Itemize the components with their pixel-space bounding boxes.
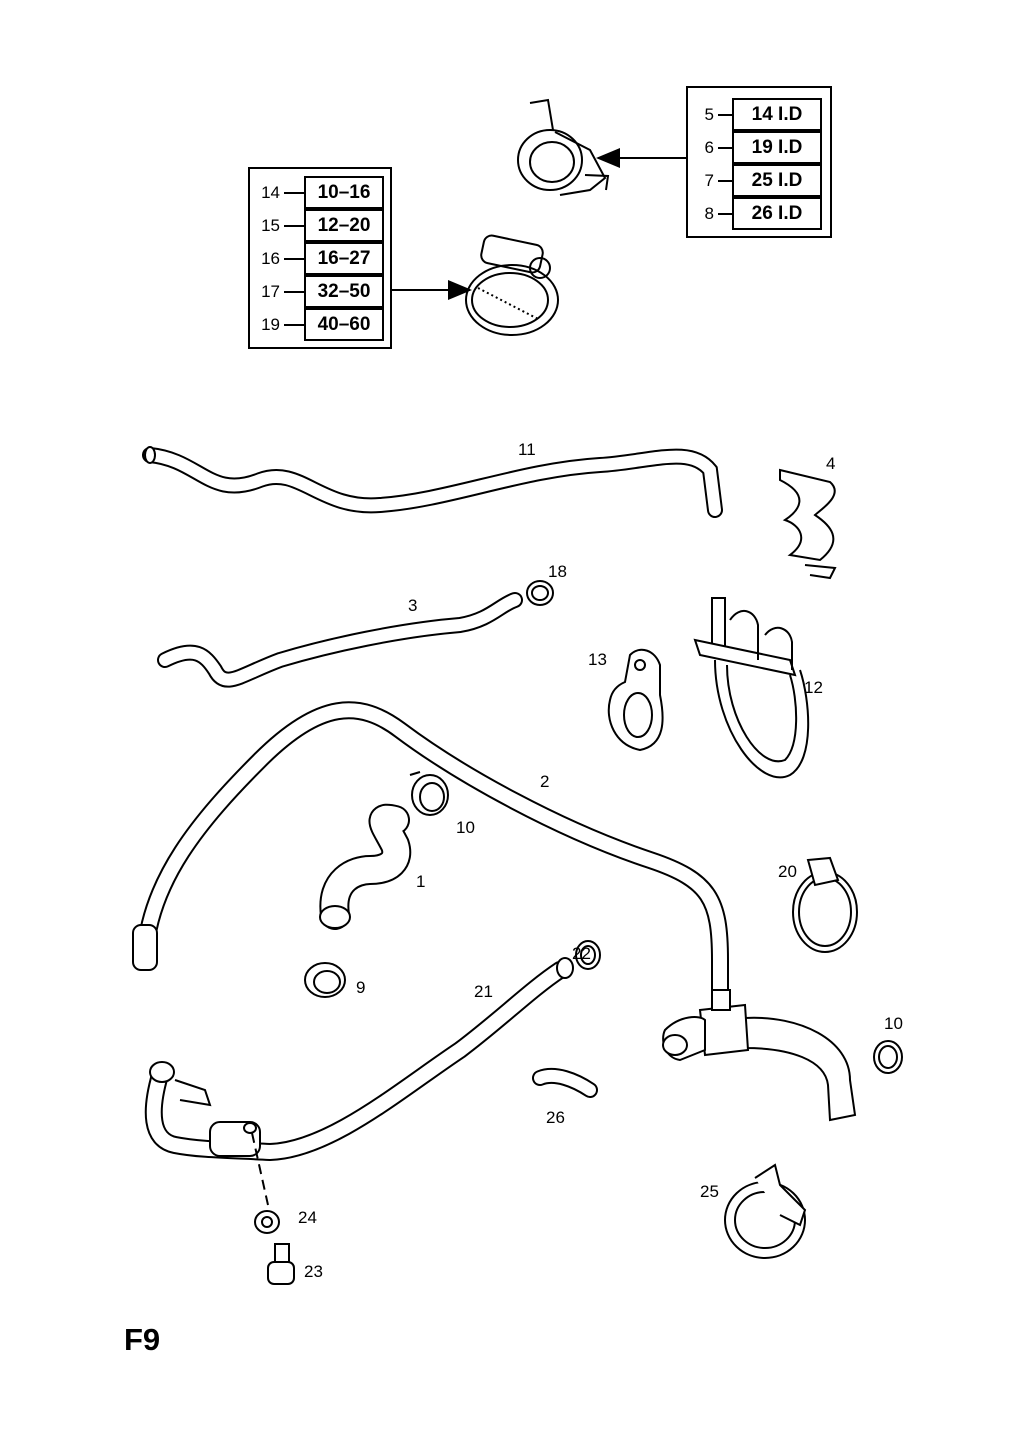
clamp-10a-icon	[409, 771, 449, 816]
callout-2: 2	[540, 772, 550, 791]
callout-10a: 10	[456, 818, 475, 837]
ref-number: 17	[261, 282, 280, 301]
bolt-23-icon	[267, 1243, 295, 1285]
callout-23: 23	[304, 1262, 323, 1281]
ref-number: 7	[704, 171, 714, 190]
ref-number: 14	[261, 183, 280, 202]
size-cell: 25 I.D	[732, 164, 822, 197]
washer-24-icon	[254, 1210, 280, 1234]
callout-12: 12	[804, 678, 823, 697]
clamp-20-icon	[792, 856, 858, 953]
ref-number: 19	[261, 315, 280, 334]
callout-4: 4	[826, 454, 836, 473]
size-cell: 32–50	[304, 275, 384, 308]
tie-strap-12-icon	[693, 597, 810, 779]
t-piece-icon	[662, 989, 857, 1122]
clip-13-icon	[607, 648, 664, 752]
callout-13: 13	[588, 650, 607, 669]
callout-10b: 10	[884, 1014, 903, 1033]
ref-number: 15	[261, 216, 280, 235]
ref-number: 16	[261, 249, 280, 268]
callout-18: 18	[548, 562, 567, 581]
clamp-size-table-range: 14 10–16 15 12–20 16 16–27 17 32–50 19 4…	[248, 167, 392, 349]
p-clip-clamp-icon	[517, 98, 610, 196]
clamp-10b-icon	[873, 1040, 903, 1074]
callout-26: 26	[546, 1108, 565, 1127]
callout-21: 21	[474, 982, 493, 1001]
callout-24: 24	[298, 1208, 317, 1227]
callout-25: 25	[700, 1182, 719, 1201]
callout-11: 11	[518, 440, 536, 459]
callout-9: 9	[356, 978, 366, 997]
bracket-4	[779, 468, 837, 580]
size-cell: 26 I.D	[732, 197, 822, 230]
size-cell: 14 I.D	[732, 98, 822, 131]
clamp-25-icon	[724, 1163, 807, 1259]
callout-20: 20	[778, 862, 797, 881]
size-cell: 12–20	[304, 209, 384, 242]
callout-3: 3	[408, 596, 418, 615]
size-cell: 40–60	[304, 308, 384, 341]
size-cell: 16–27	[304, 242, 384, 275]
ref-number: 5	[704, 105, 714, 124]
callout-22: 22	[572, 944, 591, 963]
clamp-9-icon	[304, 962, 346, 998]
ref-number: 6	[704, 138, 714, 157]
washer-22-icon	[575, 940, 601, 970]
page-code: F9	[124, 1322, 161, 1357]
size-cell: 19 I.D	[732, 131, 822, 164]
ref-number: 8	[704, 204, 714, 223]
size-cell: 10–16	[304, 176, 384, 209]
callout-1: 1	[416, 872, 426, 891]
worm-drive-clamp-icon	[465, 234, 559, 336]
clamp-size-table-id: 5 14 I.D 6 19 I.D 7 25 I.D 8 26 I.D	[686, 86, 832, 238]
clamp-18-icon	[526, 580, 554, 606]
